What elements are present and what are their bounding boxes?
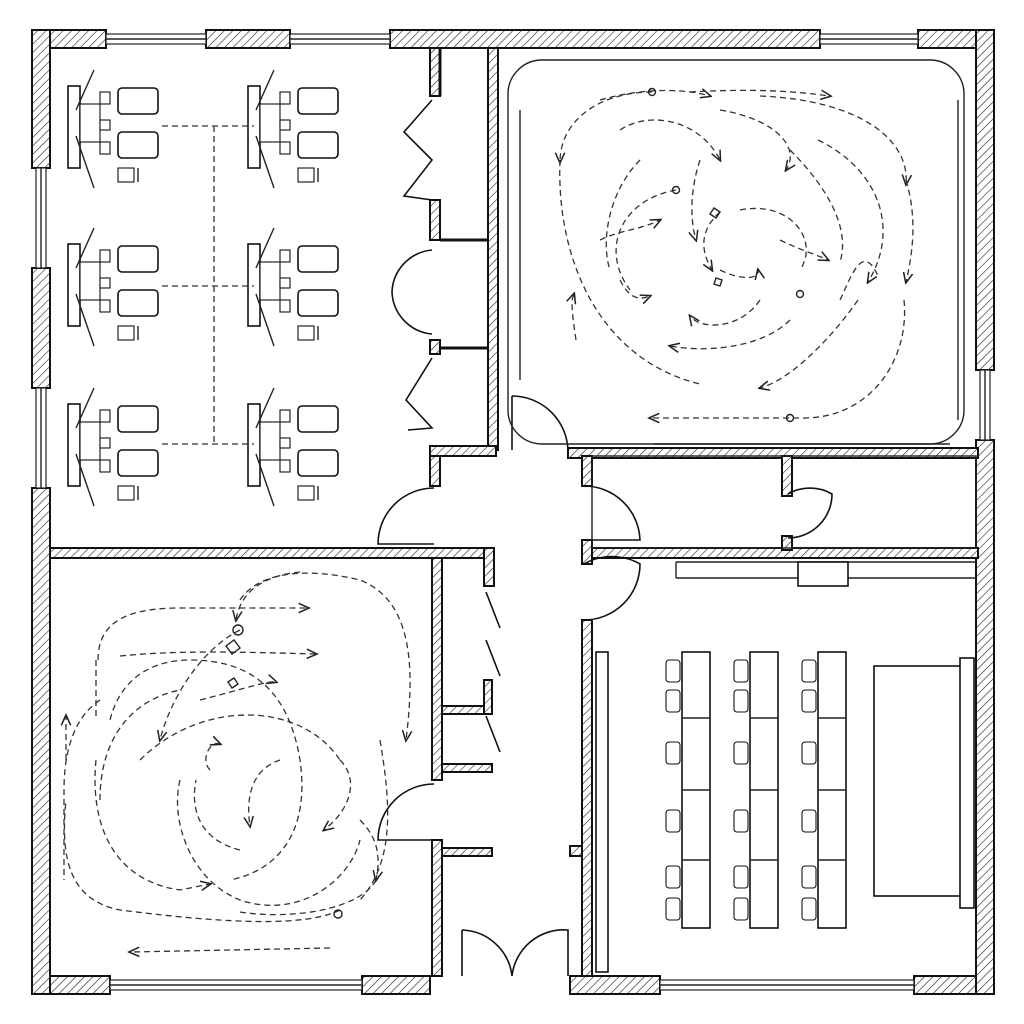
chair-small: [279, 459, 291, 473]
chair-small: [279, 91, 291, 105]
chair-small: [99, 299, 111, 313]
workstation-cluster: [247, 227, 339, 347]
chair: [665, 741, 681, 765]
monitor-stand: [79, 261, 101, 301]
chair: [801, 897, 817, 921]
chair: [665, 689, 681, 713]
chair: [665, 809, 681, 833]
partition: [75, 453, 95, 507]
keyboard: [279, 119, 291, 131]
cabinet: [297, 167, 315, 183]
workstation-cluster: [67, 387, 159, 507]
chair: [801, 809, 817, 833]
office-cable-lines: [162, 125, 254, 445]
armchair: [297, 449, 339, 477]
desk: [67, 243, 81, 327]
partition: [255, 135, 275, 189]
armchair: [117, 289, 159, 317]
chair-small: [99, 459, 111, 473]
service-room-east: [591, 455, 977, 549]
desk: [67, 403, 81, 487]
office-workstations: [67, 69, 339, 507]
chair: [733, 897, 749, 921]
keyboard: [99, 277, 111, 289]
chair: [733, 741, 749, 765]
workstation-cluster: [67, 227, 159, 347]
armchair: [297, 405, 339, 433]
partition: [255, 293, 275, 347]
monitor-stand: [259, 421, 281, 461]
partition: [255, 227, 275, 269]
armchair: [297, 131, 339, 159]
chair-small: [99, 249, 111, 263]
desk: [247, 403, 261, 487]
armchair: [117, 449, 159, 477]
monitor-stand: [79, 103, 101, 143]
chair: [665, 865, 681, 889]
cabinet: [117, 485, 135, 501]
keyboard: [279, 437, 291, 449]
desk: [247, 243, 261, 327]
partition: [75, 387, 95, 429]
monitor-stand: [79, 421, 101, 461]
classroom-se: [595, 561, 976, 973]
chair-small: [279, 249, 291, 263]
partition: [75, 293, 95, 347]
chair: [801, 865, 817, 889]
chair: [801, 689, 817, 713]
chair: [801, 659, 817, 683]
monitor-stand: [259, 103, 281, 143]
chair: [801, 741, 817, 765]
chair: [733, 659, 749, 683]
chair-small: [99, 141, 111, 155]
partition: [255, 69, 275, 111]
keyboard: [279, 277, 291, 289]
partition: [75, 69, 95, 111]
chair-small: [99, 91, 111, 105]
cabinet: [117, 325, 135, 341]
chair-small: [99, 409, 111, 423]
doors: [377, 99, 833, 977]
chair: [733, 865, 749, 889]
desk-column: [733, 651, 779, 929]
chair: [665, 897, 681, 921]
keyboard: [99, 437, 111, 449]
cabinet: [297, 325, 315, 341]
desk-column: [801, 651, 847, 929]
armchair: [117, 131, 159, 159]
workstation-cluster: [247, 69, 339, 189]
armchair: [117, 245, 159, 273]
partition: [255, 387, 275, 429]
workstation-cluster: [247, 387, 339, 507]
outer-walls: [31, 29, 995, 995]
armchair: [117, 405, 159, 433]
monitor-stand: [259, 261, 281, 301]
workstation-cluster: [67, 69, 159, 189]
cabinet: [117, 167, 135, 183]
chair-small: [279, 141, 291, 155]
desk: [247, 85, 261, 169]
chair-small: [279, 299, 291, 313]
circulation-room-sw: [64, 571, 410, 952]
cabinet: [297, 485, 315, 501]
armchair: [117, 87, 159, 115]
partition: [75, 227, 95, 269]
interior-walls: [49, 47, 979, 977]
circulation-room-ne: [507, 59, 965, 445]
windows: [35, 33, 991, 991]
chair: [733, 809, 749, 833]
central-corridor: [511, 395, 569, 453]
armchair: [297, 245, 339, 273]
chair: [665, 659, 681, 683]
desk-column: [665, 651, 711, 929]
armchair: [297, 87, 339, 115]
armchair: [297, 289, 339, 317]
chair: [733, 689, 749, 713]
partition: [75, 135, 95, 189]
partition: [255, 453, 275, 507]
desk: [67, 85, 81, 169]
chair-small: [279, 409, 291, 423]
keyboard: [99, 119, 111, 131]
